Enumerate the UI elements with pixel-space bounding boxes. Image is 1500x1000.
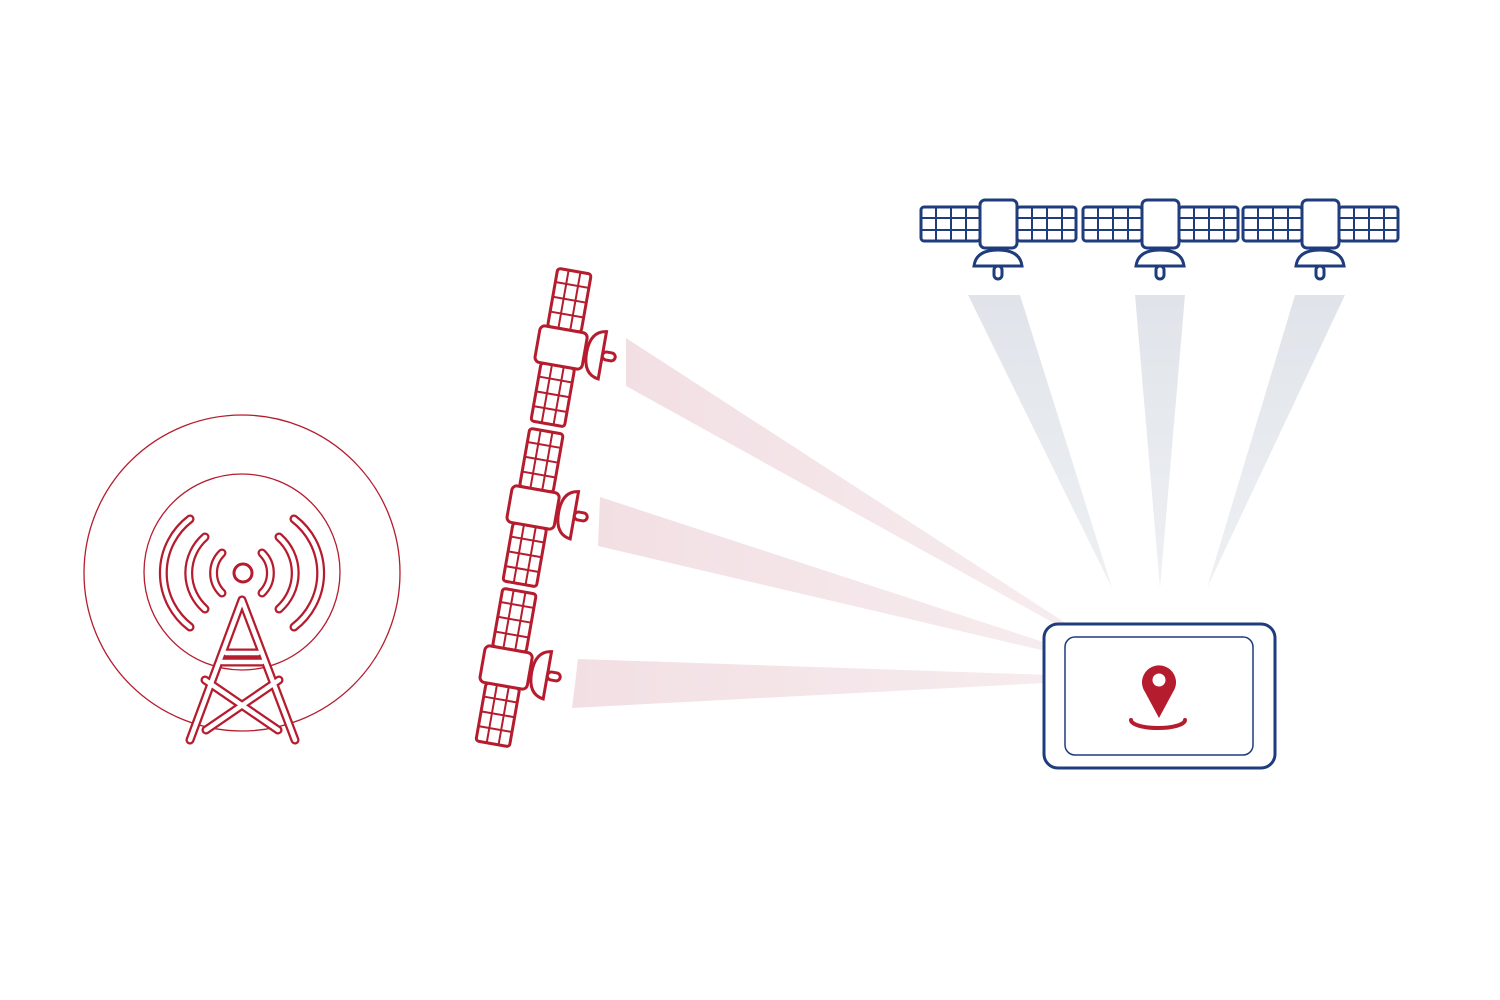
cell-tower-icon [83, 414, 401, 745]
gray-beam-2 [1135, 295, 1185, 588]
satellite-icon [919, 198, 1078, 281]
red-beams [572, 338, 1140, 708]
satellite-icon [1241, 198, 1400, 281]
gray-beams [968, 295, 1345, 588]
red-beam-3 [572, 659, 1140, 708]
satellite-icon [522, 265, 631, 435]
location-pin-icon [1129, 665, 1187, 730]
red-beam-1 [626, 338, 1135, 668]
blue-satellites [919, 198, 1400, 281]
gray-beam-1 [968, 295, 1112, 588]
satellite-icon [1081, 198, 1240, 281]
red-beam-2 [598, 497, 1135, 672]
gray-beam-3 [1207, 295, 1345, 588]
satellite-icon [494, 425, 603, 595]
satellite-icon [467, 585, 576, 755]
gps-device-icon [1042, 622, 1277, 770]
